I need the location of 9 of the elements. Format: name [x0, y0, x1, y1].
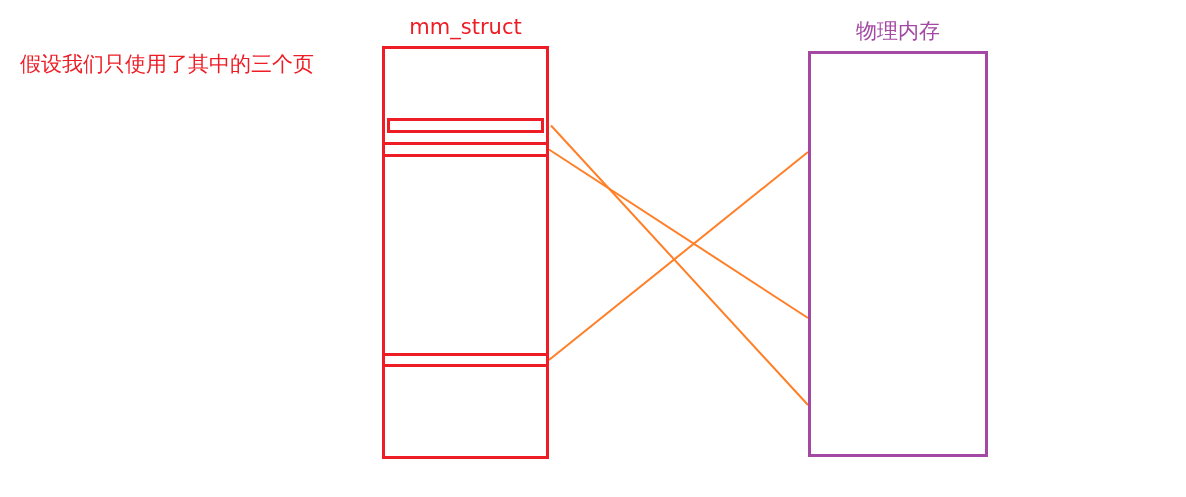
box-heading: mm_struct	[408, 14, 523, 41]
connector-line	[550, 124, 809, 406]
connector-line	[548, 151, 809, 361]
box-heading: 物理内存	[855, 18, 941, 45]
page-entry-bar	[387, 118, 544, 133]
connector-line	[548, 148, 809, 319]
note-text: 假设我们只使用了其中的三个页	[20, 51, 314, 78]
page-entry-bar	[385, 353, 546, 367]
page-entry-bar	[385, 142, 546, 157]
